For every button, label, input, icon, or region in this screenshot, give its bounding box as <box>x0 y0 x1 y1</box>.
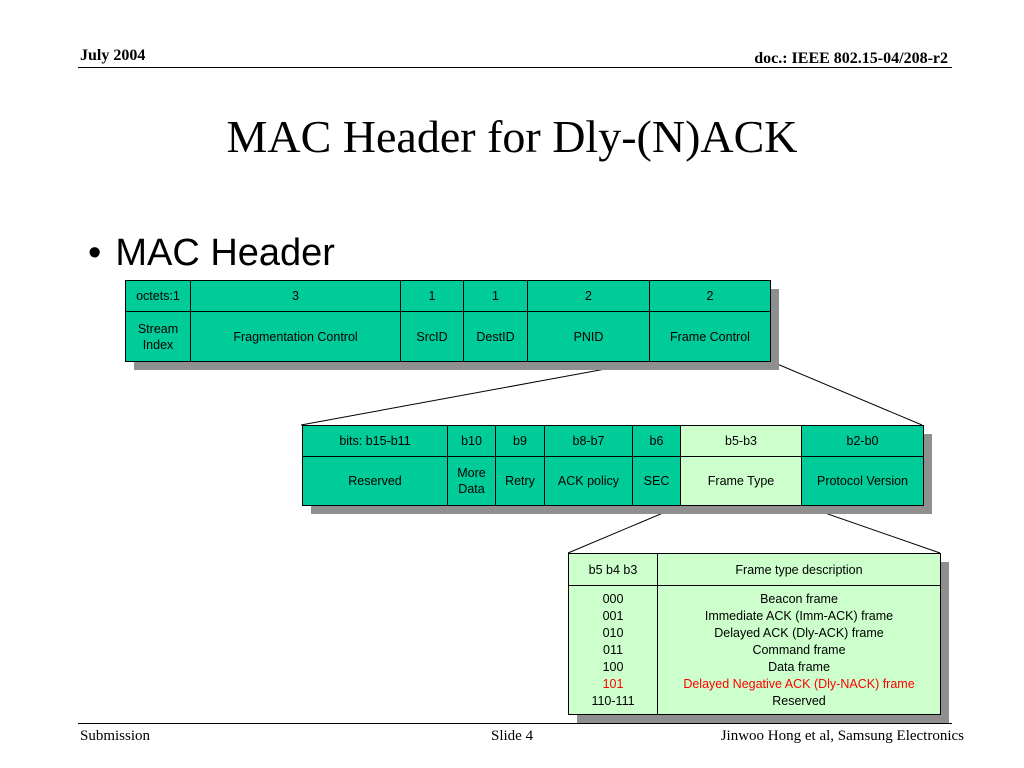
bit-range: bits: b15-b11 <box>302 425 448 457</box>
field-frame-control: Frame Control <box>649 311 771 362</box>
frame-type-code: 000 <box>602 591 624 606</box>
frame-type-desc: Command frame <box>752 642 846 657</box>
field-frame-type: Frame Type <box>680 456 802 506</box>
field-pnid: PNID <box>527 311 650 362</box>
frame-control-table: bits: b15-b11 b10 b9 b8-b7 b6 b5-b3 b2-b… <box>302 425 924 506</box>
mac-header-table: octets:1 3 1 1 2 2 Stream Index Fragment… <box>125 280 771 362</box>
field-protocol-version: Protocol Version <box>801 456 924 506</box>
bit-range: b8-b7 <box>544 425 633 457</box>
octet-count: 1 <box>400 280 464 312</box>
footer-right: Jinwoo Hong et al, Samsung Electronics <box>720 728 964 744</box>
bit-range: b9 <box>495 425 545 457</box>
octet-count: 1 <box>463 280 528 312</box>
header-doc-id: doc.: IEEE 802.15-04/208-r2 <box>754 50 948 67</box>
frame-type-desc: Delayed ACK (Dly-ACK) frame <box>714 625 884 640</box>
frame-type-desc: Immediate ACK (Imm-ACK) frame <box>704 608 894 623</box>
frame-type-code: 110-111 <box>591 693 635 708</box>
header-description: Frame type description <box>657 553 941 586</box>
code-column: 000 001 010 011 100 101 110-111 <box>568 585 658 715</box>
frame-type-code: 010 <box>602 625 624 640</box>
footer-left: Submission <box>80 728 151 744</box>
bit-range-frame-type: b5-b3 <box>680 425 802 457</box>
frame-type-table: b5 b4 b3 Frame type description 000 001 … <box>568 553 941 715</box>
octet-count: octets:1 <box>125 280 191 312</box>
field-destid: DestID <box>463 311 528 362</box>
frame-type-desc: Reserved <box>772 693 826 708</box>
header-date: July 2004 <box>80 47 146 64</box>
octet-count: 2 <box>527 280 650 312</box>
octet-count: 2 <box>649 280 771 312</box>
field-retry: Retry <box>495 456 545 506</box>
field-fragmentation-control: Fragmentation Control <box>190 311 401 362</box>
description-column: Beacon frame Immediate ACK (Imm-ACK) fra… <box>657 585 941 715</box>
octet-count: 3 <box>190 280 401 312</box>
bit-range: b10 <box>447 425 496 457</box>
field-more-data: More Data <box>447 456 496 506</box>
frame-type-desc-highlight: Delayed Negative ACK (Dly-NACK) frame <box>683 676 915 691</box>
bit-range: b6 <box>632 425 681 457</box>
field-reserved: Reserved <box>302 456 448 506</box>
connector-line <box>300 360 650 426</box>
bit-range: b2-b0 <box>801 425 924 457</box>
field-stream-index: Stream Index <box>125 311 191 362</box>
bullet-symbol: • <box>88 232 102 274</box>
header-rule <box>78 67 952 68</box>
field-ack-policy: ACK policy <box>544 456 633 506</box>
slide-title: MAC Header for Dly-(N)ACK <box>226 111 798 162</box>
footer-slide-number: Slide 4 <box>491 728 534 744</box>
bullet-text: MAC Header <box>115 232 335 274</box>
frame-type-code: 100 <box>602 659 624 674</box>
frame-type-desc: Beacon frame <box>760 591 838 606</box>
bullet-item: • MAC Header <box>88 232 335 275</box>
frame-type-code-highlight: 101 <box>602 676 624 691</box>
connector-line <box>769 360 923 426</box>
frame-type-code: 011 <box>603 642 623 657</box>
footer-rule <box>78 723 952 724</box>
field-srcid: SrcID <box>400 311 464 362</box>
frame-type-code: 001 <box>602 608 624 623</box>
field-sec: SEC <box>632 456 681 506</box>
header-code: b5 b4 b3 <box>568 553 658 586</box>
frame-type-desc: Data frame <box>768 659 830 674</box>
